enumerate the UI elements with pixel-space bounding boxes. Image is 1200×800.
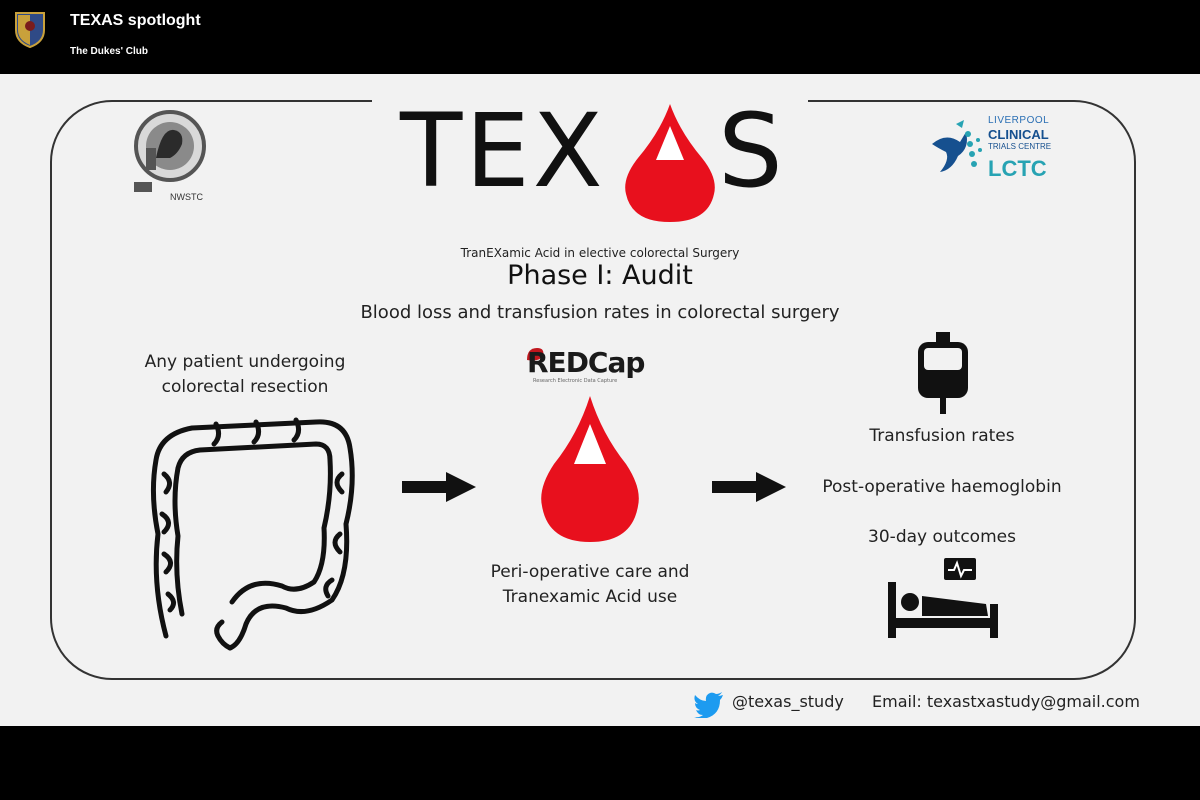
outcome-transfusion: Transfusion rates [869,426,1015,446]
redcap-tagline: Research Electronic Data Capture [533,378,618,384]
outcome-30day: 30-day outcomes [868,527,1016,547]
care-line-2: Tranexamic Acid use [502,587,678,607]
wordmark-s: S [718,92,786,211]
hospital-bed-icon [888,558,998,638]
arrow-right-icon [712,472,786,502]
arrow-right-icon [402,472,476,502]
twitter-icon [694,692,723,718]
blood-drop-icon [541,396,639,542]
channel-subtitle: The Dukes' Club [70,46,148,57]
patient-criteria: Any patient undergoing colorectal resect… [110,350,380,400]
bottom-bar [0,726,1200,800]
nwstc-logo-text: NWSTC [170,192,203,202]
contact-email: Email: texastxastudy@gmail.com [872,692,1140,711]
lctc-bird-icon [932,120,982,172]
acronym-expansion: TranEXamic Acid in elective colorectal S… [460,246,740,260]
phase-title: Phase I: Audit [507,260,693,291]
redcap-logo-text: REDCap [527,346,645,379]
colon-icon [150,417,355,651]
twitter-handle: @texas_study [732,692,844,711]
channel-header: TEXAS spotloght The Dukes' Club [0,0,1200,74]
patient-line-2: colorectal resection [161,377,329,397]
phase-subtitle: Blood loss and transfusion rates in colo… [360,302,840,323]
blood-bag-icon [918,332,968,414]
shield-icon [15,12,45,48]
patient-line-1: Any patient undergoing [144,352,346,372]
care-description: Peri-operative care and Tranexamic Acid … [440,560,740,610]
lctc-abbr: LCTC [988,156,1047,181]
channel-title: TEXAS spotloght [70,12,201,29]
frame-gap [372,94,808,108]
nwstc-logo: NWSTC [134,110,206,202]
lctc-line3: TRIALS CENTRE [988,142,1052,151]
wordmark-tex: TEX [400,92,606,211]
care-line-1: Peri-operative care and [490,562,690,582]
lctc-line2: CLINICAL [988,127,1049,142]
redcap-mark-icon [527,348,544,361]
blood-drop-icon [625,104,715,222]
lctc-line1: LIVERPOOL [988,115,1050,126]
presentation-slide: NWSTC LIVERPOOL CLINICAL TRIALS CENTRE L… [0,74,1200,726]
outcome-haemoglobin: Post-operative haemoglobin [822,477,1062,497]
